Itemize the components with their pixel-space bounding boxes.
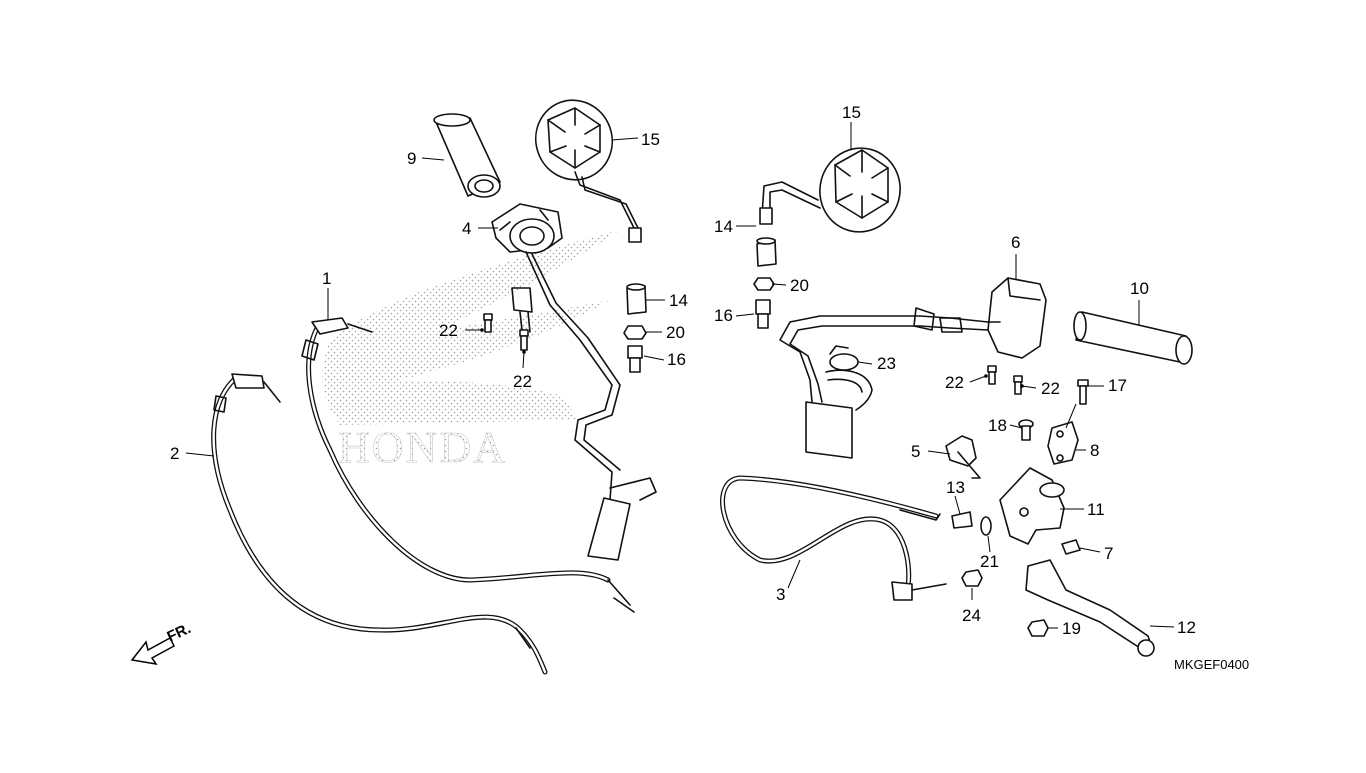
callout-1: 1 xyxy=(322,269,331,288)
left-mirror-nut-set xyxy=(623,283,647,373)
callout-10: 10 xyxy=(1130,279,1149,298)
callout-6: 6 xyxy=(1011,233,1020,252)
callout-17: 17 xyxy=(1108,376,1127,395)
front-direction-label: FR. xyxy=(165,620,194,646)
callout-13: 13 xyxy=(946,478,965,497)
dust-cover xyxy=(945,435,981,479)
honda-wing-watermark: HONDA xyxy=(322,230,620,472)
left-screws xyxy=(483,313,529,351)
right-mirror xyxy=(759,147,901,233)
bracket-screw xyxy=(1077,379,1089,405)
callout-15-right: 15 xyxy=(842,103,861,122)
callout-4: 4 xyxy=(462,219,471,238)
callout-18: 18 xyxy=(988,416,1007,435)
right-screws xyxy=(987,365,1023,395)
callout-24: 24 xyxy=(962,606,981,625)
lever-holder xyxy=(999,467,1065,545)
right-grip xyxy=(1073,311,1193,365)
callout-22-left-b: 22 xyxy=(513,372,532,391)
lever-bracket xyxy=(1047,421,1079,465)
callout-16-right: 16 xyxy=(714,306,733,325)
callout-9: 9 xyxy=(407,149,416,168)
callout-22-left-a: 22 xyxy=(439,321,458,340)
right-switch-housing xyxy=(987,277,1047,359)
callout-14-left: 14 xyxy=(669,291,688,310)
callout-21: 21 xyxy=(980,552,999,571)
callout-22-right-b: 22 xyxy=(1041,379,1060,398)
callout-2: 2 xyxy=(170,444,179,463)
leader-dots xyxy=(480,328,1024,388)
clutch-lever xyxy=(1025,559,1155,657)
left-mirror xyxy=(534,99,642,243)
diagram-code: MKGEF0400 xyxy=(1174,657,1249,672)
callout-7: 7 xyxy=(1104,544,1113,563)
callout-22-right-a: 22 xyxy=(945,373,964,392)
callout-11: 11 xyxy=(1087,500,1105,519)
callout-19: 19 xyxy=(1062,619,1081,638)
harness-clamp xyxy=(829,345,859,371)
callout-12: 12 xyxy=(1177,618,1196,637)
right-mirror-nut-set xyxy=(753,237,777,329)
cable-adjuster xyxy=(951,511,973,529)
leader-lines xyxy=(185,122,1175,629)
callout-15-left: 15 xyxy=(641,130,660,149)
cable-nut xyxy=(961,569,983,587)
callout-23: 23 xyxy=(877,354,896,373)
adjuster-lock-nut xyxy=(980,516,992,536)
callout-5: 5 xyxy=(911,442,920,461)
callout-16-left: 16 xyxy=(667,350,686,369)
callout-3: 3 xyxy=(776,585,785,604)
callout-8: 8 xyxy=(1090,441,1099,460)
clutch-switch xyxy=(1061,539,1081,555)
lever-pivot-pin xyxy=(1018,419,1034,441)
callout-20-left: 20 xyxy=(666,323,685,342)
callout-20-right: 20 xyxy=(790,276,809,295)
left-grip xyxy=(433,113,501,198)
callout-14-right: 14 xyxy=(714,217,733,236)
lever-nut xyxy=(1027,619,1049,637)
honda-watermark-text: HONDA xyxy=(338,423,507,472)
front-direction-arrow: FR. xyxy=(130,620,194,666)
callout-numbers: 1 2 3 4 5 6 7 8 9 10 11 12 13 14 14 15 1… xyxy=(170,103,1196,638)
left-switch-housing xyxy=(491,203,563,254)
